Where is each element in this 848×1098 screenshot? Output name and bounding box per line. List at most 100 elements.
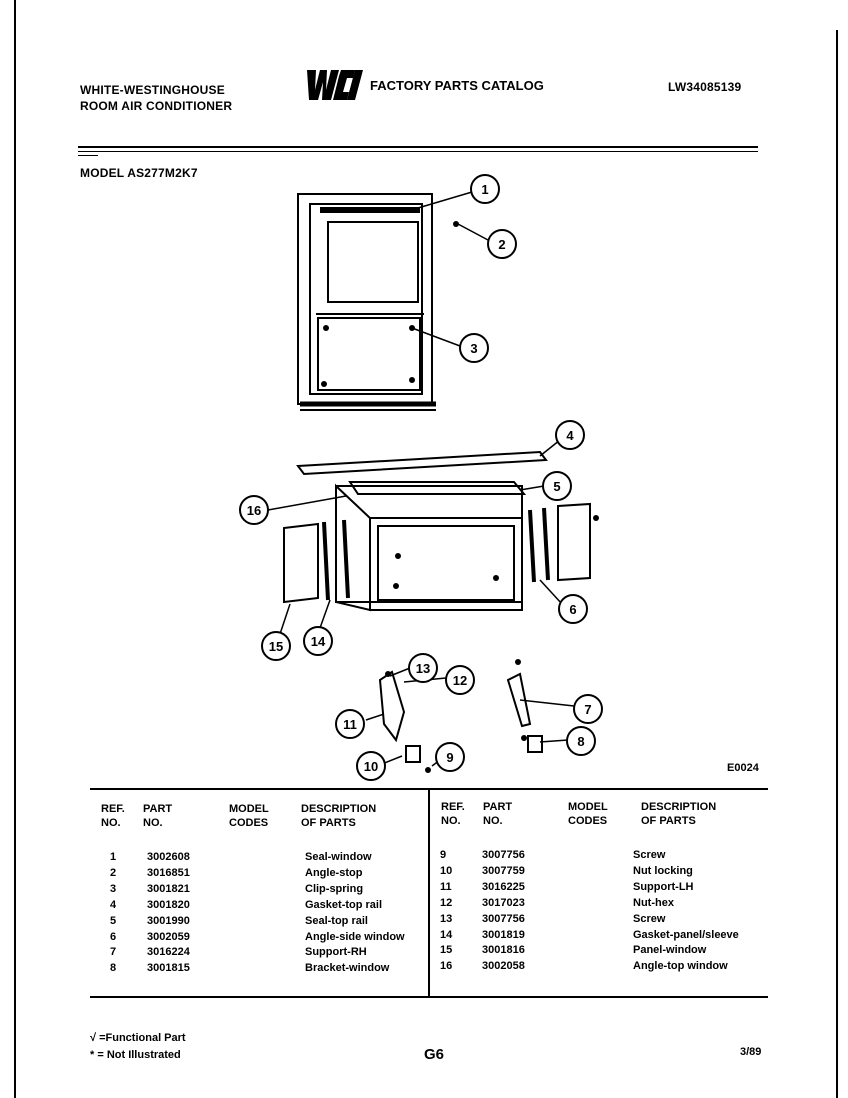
model-codes: [233, 850, 305, 866]
model-codes: [568, 864, 633, 880]
description: Nut locking: [633, 864, 693, 877]
ref-no: 11: [440, 880, 452, 893]
part-no: 3007759: [482, 864, 525, 877]
ref-no: 15: [440, 944, 453, 957]
table-row: 3 3001821 Clip-spring: [110, 882, 425, 898]
ref-no: 3: [110, 882, 117, 895]
callout-4: 4: [566, 428, 574, 443]
description: Clip-spring: [305, 882, 364, 895]
right-head-ref: REF.NO.: [441, 801, 465, 827]
model-codes: [568, 848, 633, 864]
diagram-code: E0024: [727, 762, 759, 774]
model-codes: [233, 898, 305, 914]
ref-no: 14: [440, 928, 453, 941]
model-label: MODEL AS277M2K7: [80, 166, 198, 180]
callout-2: 2: [498, 237, 505, 252]
ref-no: 10: [440, 864, 453, 877]
part-no: 3007756: [482, 849, 525, 861]
ref-no: 12: [440, 896, 453, 909]
table-row: 6 3002059 Angle-side window: [110, 930, 425, 946]
part-no: 3001821: [147, 882, 190, 895]
callout-3: 3: [470, 341, 477, 356]
description: Seal-top rail: [305, 914, 368, 927]
description: Nut-hex: [633, 896, 674, 909]
revision-date: 3/89: [740, 1046, 762, 1058]
part-no: 3001815: [147, 962, 190, 975]
ref-no: 16: [440, 960, 453, 973]
table-row: 10 3007759 Nut locking: [440, 864, 763, 880]
callout-10: 10: [364, 759, 378, 774]
table-center-divider: [428, 790, 430, 996]
part-no: 3001820: [147, 898, 190, 911]
catalog-title: FACTORY PARTS CATALOG: [370, 78, 544, 93]
angle-rail: [296, 450, 548, 476]
model-codes: [233, 914, 305, 930]
model-codes: [233, 866, 305, 882]
description: Gasket-top rail: [305, 898, 383, 911]
part-no: 3001816: [482, 944, 525, 957]
description: Angle-side window: [305, 930, 405, 943]
left-head-ref: REF.NO.: [101, 803, 125, 829]
model-codes: [568, 880, 633, 896]
model-codes: [568, 912, 633, 928]
callout-13: 13: [416, 661, 430, 676]
description: Support-LH: [633, 880, 694, 893]
callout-5: 5: [553, 479, 560, 494]
doc-number: LW34085139: [668, 80, 742, 94]
part-no: 3016851: [147, 866, 190, 879]
callout-15: 15: [269, 639, 283, 654]
legend-functional-part: √ =Functional Part: [90, 1032, 186, 1044]
table-row: 16 3002058 Angle-top window: [440, 959, 763, 975]
description: Angle-top window: [633, 960, 728, 973]
part-no: 3001990: [147, 914, 190, 927]
exploded-parts-diagram: 1 2 3 4 5 6 7 8 9 10 11 12 13 14 15 16: [239, 174, 603, 781]
ref-no: 5: [110, 914, 117, 927]
ref-no: 7: [110, 946, 117, 959]
model-codes: [233, 930, 305, 946]
part-no: 3002059: [147, 930, 190, 943]
model-codes: [233, 961, 305, 977]
ref-no: 8: [110, 962, 117, 975]
model-codes: [568, 896, 633, 912]
ref-no: 6: [110, 930, 117, 943]
header-rule-1: [78, 146, 758, 148]
callout-8: 8: [577, 734, 584, 749]
callout-14: 14: [311, 634, 326, 649]
brand-line-1: WHITE-WESTINGHOUSE: [80, 83, 225, 97]
description: Support-RH: [305, 946, 367, 959]
table-row: 15 3001816 Panel-window: [440, 943, 763, 959]
wci-logo: [307, 70, 363, 100]
callout-6: 6: [569, 602, 576, 617]
part-no: 3017023: [482, 896, 525, 909]
description: Angle-stop: [305, 866, 363, 879]
part-no: 3002058: [482, 960, 525, 973]
model-codes: [568, 943, 633, 959]
ref-no: 13: [440, 912, 453, 925]
callout-7: 7: [584, 702, 591, 717]
callout-11: 11: [343, 717, 357, 732]
description: Bracket-window: [305, 962, 390, 975]
model-codes: [568, 959, 633, 975]
callout-9: 9: [446, 750, 453, 765]
model-codes: [568, 928, 633, 944]
page-right-edge: [836, 30, 838, 1098]
description: Panel-window: [633, 944, 707, 957]
part-no: 3002608: [147, 851, 190, 863]
header-tick: [78, 155, 98, 156]
page-number: G6: [424, 1046, 445, 1063]
model-codes: [233, 882, 305, 898]
description: Screw: [633, 849, 666, 861]
